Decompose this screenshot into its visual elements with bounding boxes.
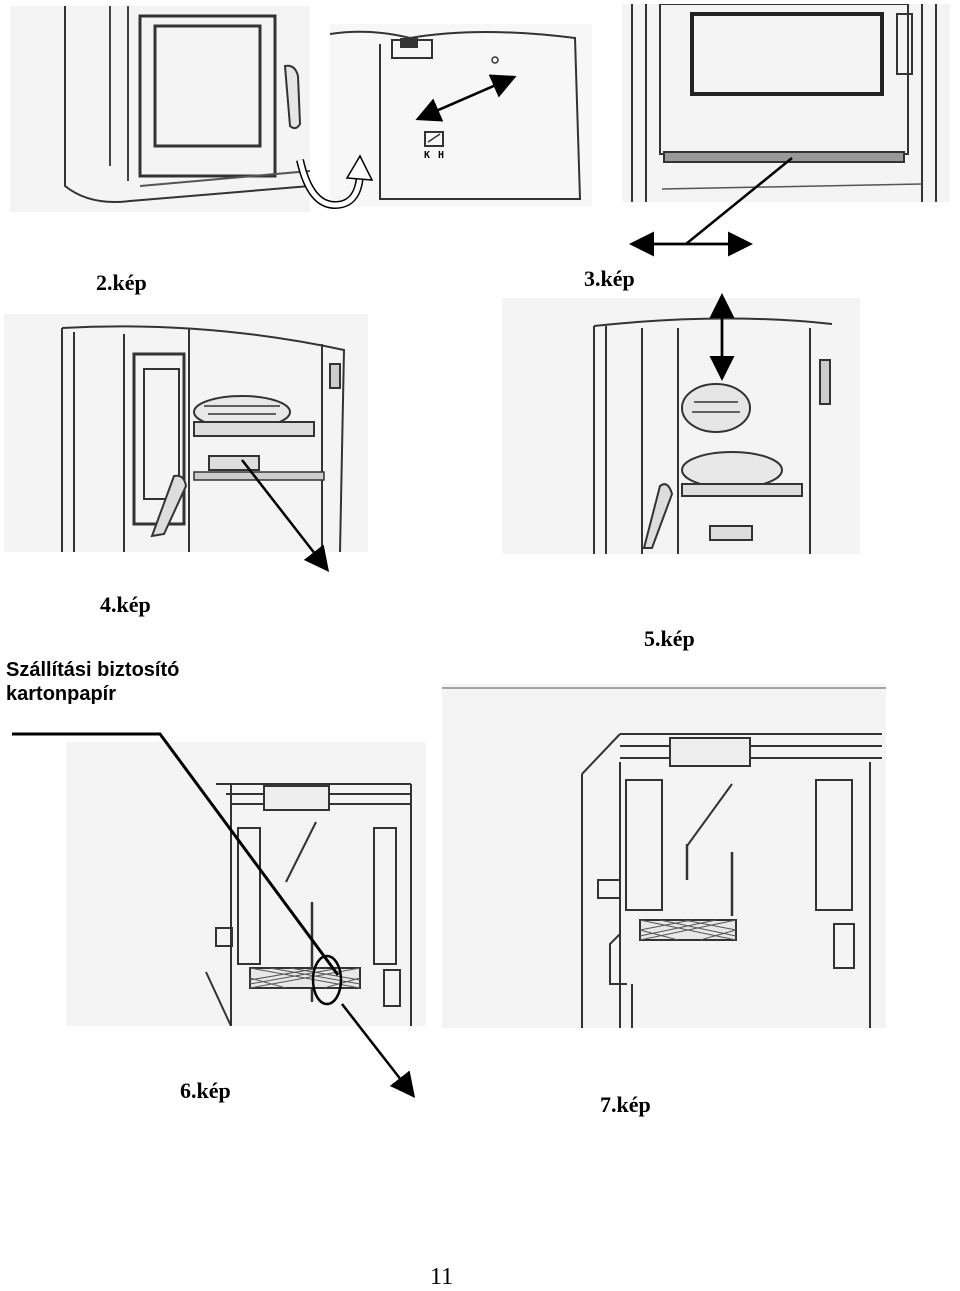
figure-2-door-illustration (10, 6, 310, 212)
caption-figure-3: 3.kép (584, 266, 635, 291)
figure-4-illustration (4, 314, 368, 552)
shipping-protection-note: Szállítási biztosító kartonpapír (6, 658, 179, 706)
page-number: 11 (430, 1264, 454, 1290)
figure-6-illustration (66, 742, 426, 1026)
figure-3-illustration (622, 4, 950, 202)
panel-mark-h: H (438, 150, 444, 161)
panel-mark-k: K (424, 150, 430, 161)
figure-5-illustration (502, 298, 860, 554)
caption-figure-5: 5.kép (644, 626, 695, 651)
figure-7-illustration (442, 684, 886, 1028)
caption-figure-7: 7.kép (600, 1092, 651, 1117)
caption-figure-6: 6.kép (180, 1078, 231, 1103)
note-line-1: Szállítási biztosító (6, 659, 180, 681)
note-line-2: kartonpapír (6, 683, 117, 705)
caption-figure-2: 2.kép (96, 270, 147, 295)
caption-figure-4: 4.kép (100, 592, 151, 617)
figure-2-side-panel-illustration: K H (330, 24, 592, 206)
